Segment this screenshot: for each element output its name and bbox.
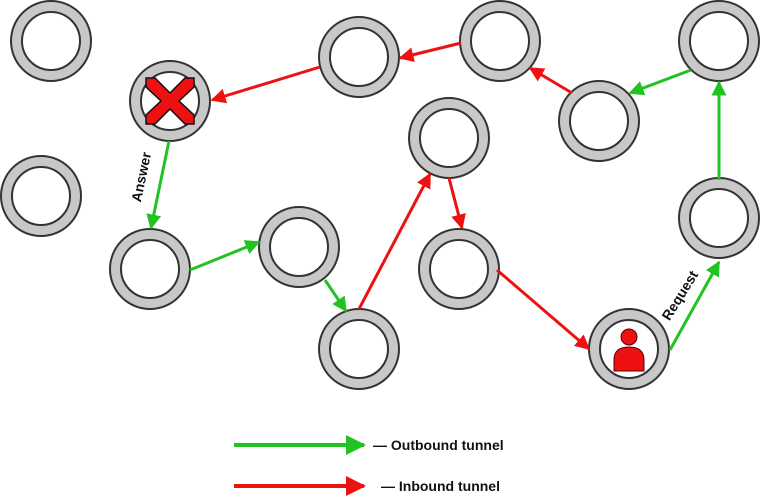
legend-outbound-label: — Outbound tunnel xyxy=(373,437,504,453)
node-isolated-top-left xyxy=(10,0,92,82)
node-outbound-4 xyxy=(678,177,760,259)
inbound-arrow-node3-to-inbound1 xyxy=(357,172,432,310)
outbound-arrow-node1-to-node2 xyxy=(189,240,261,272)
node-inbound-2 xyxy=(418,228,500,310)
inbound-arrow-inbound4-to-inbound5 xyxy=(398,41,462,63)
inbound-arrow-inbound2-to-source xyxy=(496,268,591,351)
outbound-arrow-node5-to-inbound3 xyxy=(628,68,692,96)
inbound-arrow-inbound5-to-destination xyxy=(210,65,321,104)
x-mark-icon xyxy=(145,77,195,125)
person-icon xyxy=(613,328,645,372)
node-isolated-left xyxy=(0,155,82,237)
outbound-arrow-source-to-node4 xyxy=(668,260,721,351)
node-outbound-1 xyxy=(109,228,191,310)
node-inbound-3 xyxy=(558,80,640,162)
node-outbound-3 xyxy=(318,308,400,390)
node-outbound-5 xyxy=(678,0,760,82)
answer-label: Answer xyxy=(128,150,154,203)
legend-inbound-label: — Inbound tunnel xyxy=(381,478,500,494)
node-inbound-5 xyxy=(318,16,400,98)
node-inbound-4 xyxy=(459,0,541,82)
outbound-arrow-destination-to-node1 xyxy=(146,140,171,230)
legend: — Outbound tunnel — Inbound tunnel xyxy=(234,435,504,496)
outbound-arrow-node2-to-node3 xyxy=(323,279,348,313)
node-inbound-1 xyxy=(408,97,490,179)
inbound-arrow-inbound1-to-inbound2 xyxy=(447,177,466,230)
node-outbound-2 xyxy=(258,206,340,288)
inbound-arrow-inbound3-to-inbound4 xyxy=(528,66,573,95)
request-label: Request xyxy=(658,267,701,323)
